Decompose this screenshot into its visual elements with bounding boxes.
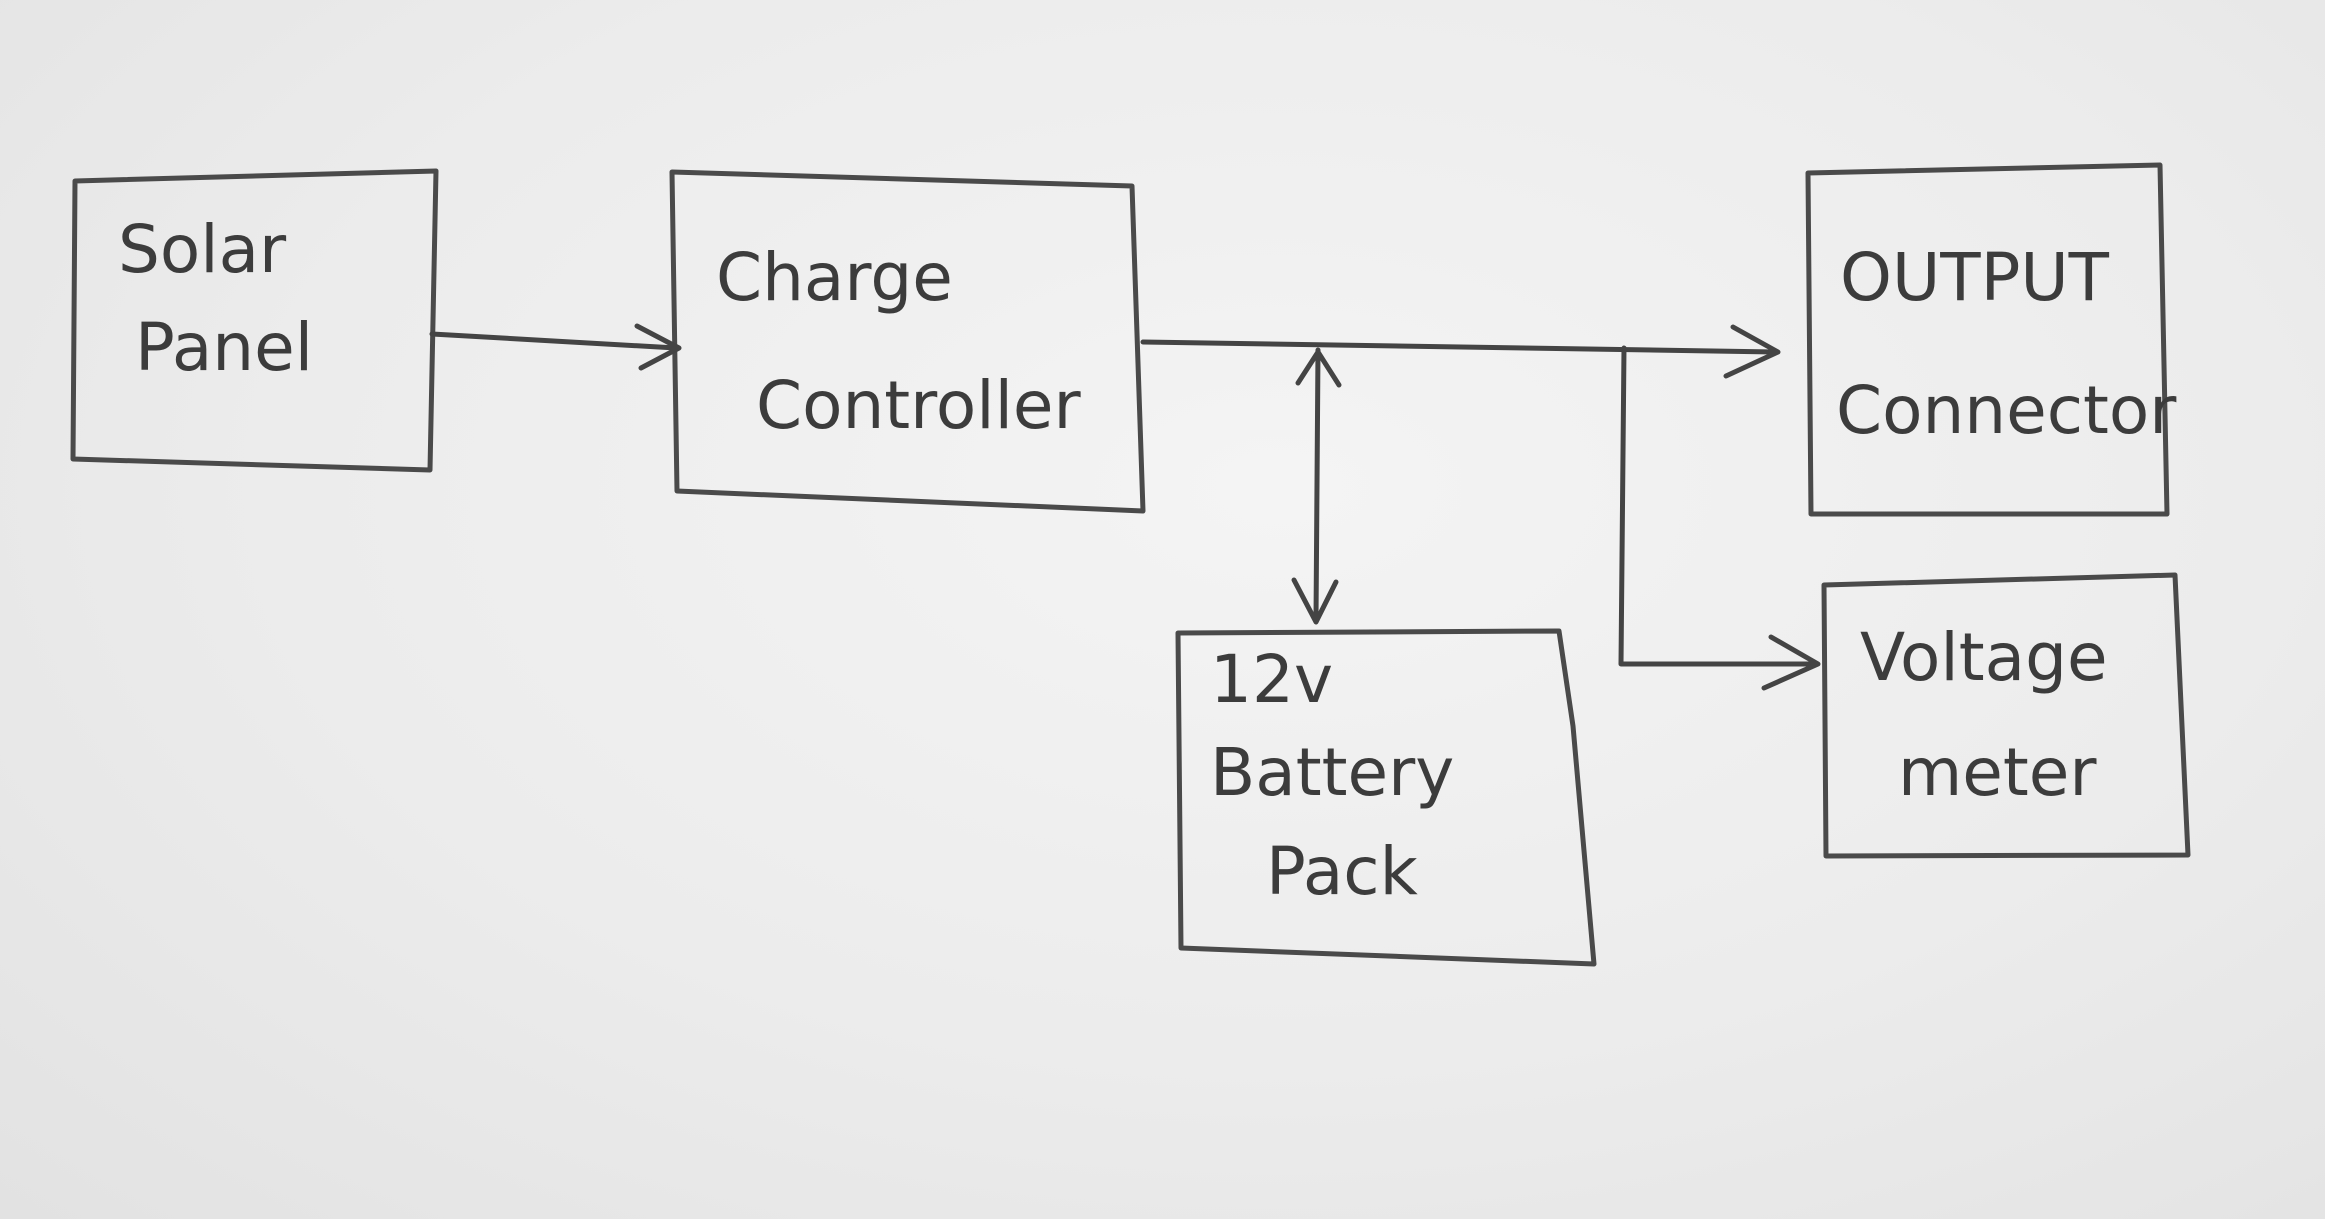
arrow-controller-battery-bidirectional <box>1291 347 1342 625</box>
arrow-controller-to-output <box>1140 324 1781 379</box>
battery-pack-block: 12v Battery Pack <box>1175 628 1597 967</box>
output-connector-label-line2: Connector <box>1836 372 2177 449</box>
battery-pack-label-line3: Pack <box>1266 833 1419 910</box>
battery-pack-label-line2: Battery <box>1210 734 1454 811</box>
output-connector-label-line1: OUTPUT <box>1840 239 2110 316</box>
battery-pack-label-line1: 12v <box>1210 641 1333 718</box>
solar-panel-block: Solar Panel <box>70 168 439 473</box>
solar-panel-label-line2: Panel <box>135 309 313 386</box>
voltage-meter-block: Voltage meter <box>1821 572 2191 859</box>
solar-panel-label-line1: Solar <box>118 211 287 288</box>
voltage-meter-label-line1: Voltage <box>1860 619 2108 696</box>
charge-controller-label-line2: Controller <box>756 367 1082 444</box>
charge-controller-block: Charge Controller <box>669 169 1146 514</box>
arrow-bus-to-voltage-meter <box>1618 345 1821 691</box>
voltage-meter-label-line2: meter <box>1898 734 2097 811</box>
output-connector-block: OUTPUT Connector <box>1805 162 2177 517</box>
charge-controller-label-line1: Charge <box>716 239 953 316</box>
arrow-solar-to-controller <box>429 323 682 371</box>
